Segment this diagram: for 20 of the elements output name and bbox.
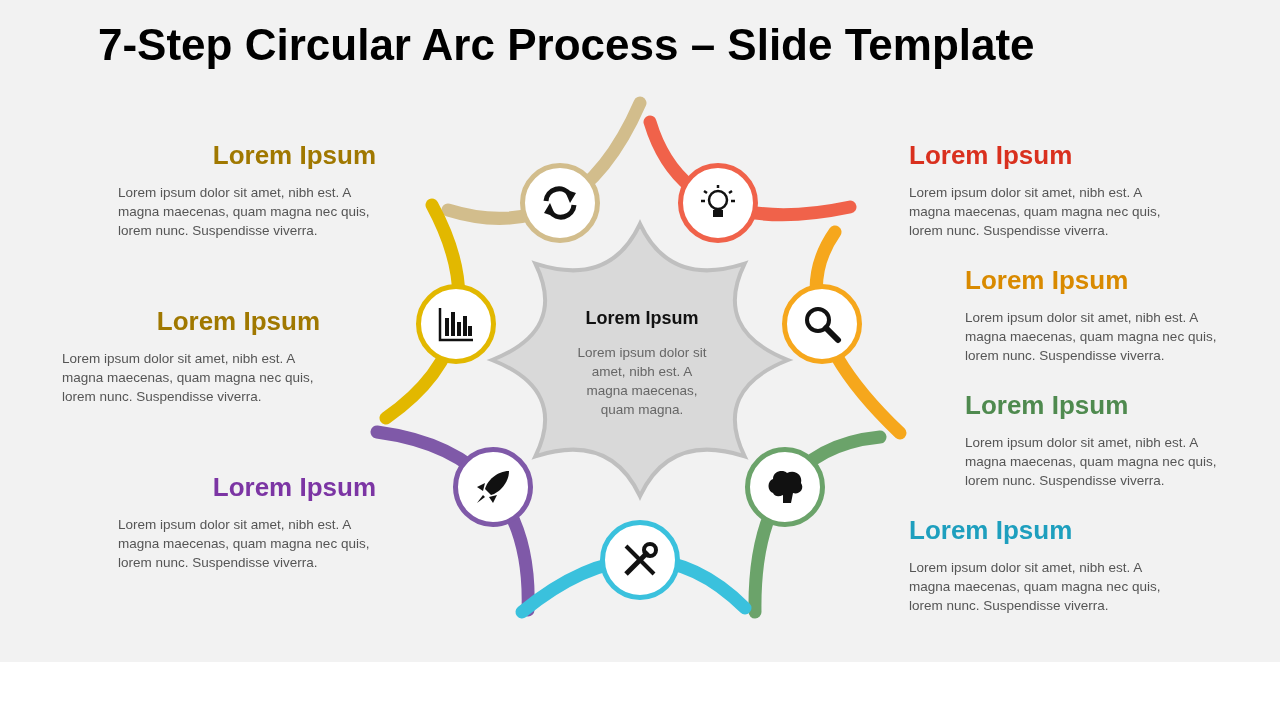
step-description: Lorem ipsum dolor sit amet, nibh est. A magna maecenas, quam magna nec quis, lorem nunc. Suspendisse viverra. xyxy=(965,309,1218,365)
step-heading: Lorem Ipsum xyxy=(211,140,376,171)
star-shape xyxy=(490,221,790,499)
step-heading: Lorem Ipsum xyxy=(965,390,1130,421)
step-heading: Lorem Ipsum xyxy=(909,140,1074,171)
icon-circle xyxy=(453,447,533,527)
title: 7-Step Circular Arc Process – Slide Template xyxy=(98,20,1035,70)
center-text: Lorem ipsum dolor sit amet, nibh est. A magna maecenas, quam magna. xyxy=(576,344,708,419)
icon-circle xyxy=(745,447,825,527)
step-description: Lorem ipsum dolor sit amet, nibh est. A magna maecenas, quam magna nec quis, lorem nunc. Suspendisse viverra. xyxy=(118,516,371,572)
step-description: Lorem ipsum dolor sit amet, nibh est. A magna maecenas, quam magna nec quis, lorem nunc. Suspendisse viverra. xyxy=(965,434,1218,490)
step-heading: Lorem Ipsum xyxy=(909,515,1074,546)
step-description: Lorem ipsum dolor sit amet, nibh est. A magna maecenas, quam magna nec quis, lorem nunc. Suspendisse viverra. xyxy=(909,184,1162,240)
step-heading: Lorem Ipsum xyxy=(965,265,1130,296)
step-description: Lorem ipsum dolor sit amet, nibh est. A magna maecenas, quam magna nec quis, lorem nunc. Suspendisse viverra. xyxy=(62,350,315,406)
step-heading: Lorem Ipsum xyxy=(211,472,376,503)
center-heading: Lorem Ipsum xyxy=(584,308,700,329)
step-description: Lorem ipsum dolor sit amet, nibh est. A magna maecenas, quam magna nec quis, lorem nunc. Suspendisse viverra. xyxy=(909,559,1162,615)
step-heading: Lorem Ipsum xyxy=(155,306,320,337)
step-description: Lorem ipsum dolor sit amet, nibh est. A magna maecenas, quam magna nec quis, lorem nunc. Suspendisse viverra. xyxy=(118,184,371,240)
